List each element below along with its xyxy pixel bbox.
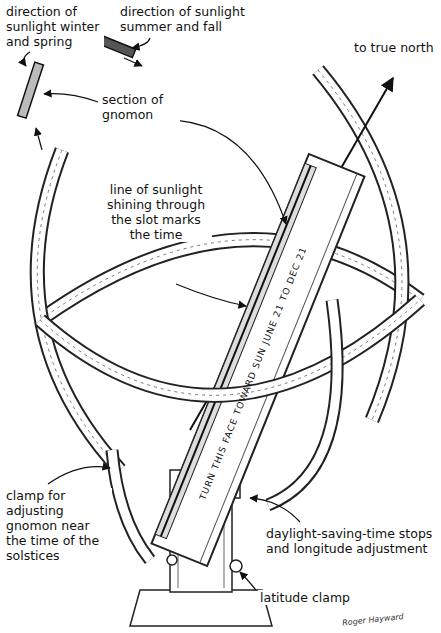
gnomon-section — [18, 31, 142, 150]
part-label: daylight-saving-time stops and longitude… — [264, 526, 438, 556]
artist-signature: Roger Hayward — [339, 607, 430, 631]
callout-note: line of sunlight shining through the slo… — [100, 182, 212, 242]
part-label: clamp for adjusting gnomon near the time… — [4, 488, 112, 563]
engraved-text: TURN THIS FACE TOWARD SUN JUNE 21 TO DEC… — [195, 221, 321, 505]
part-label: section of gnomon — [100, 92, 180, 122]
direction-label: to true north — [352, 40, 438, 55]
direction-note: direction of sunlight summer and fall — [118, 4, 288, 34]
direction-note: direction of sunlight winter and spring — [4, 4, 104, 49]
part-label: latitude clamp — [258, 590, 388, 605]
